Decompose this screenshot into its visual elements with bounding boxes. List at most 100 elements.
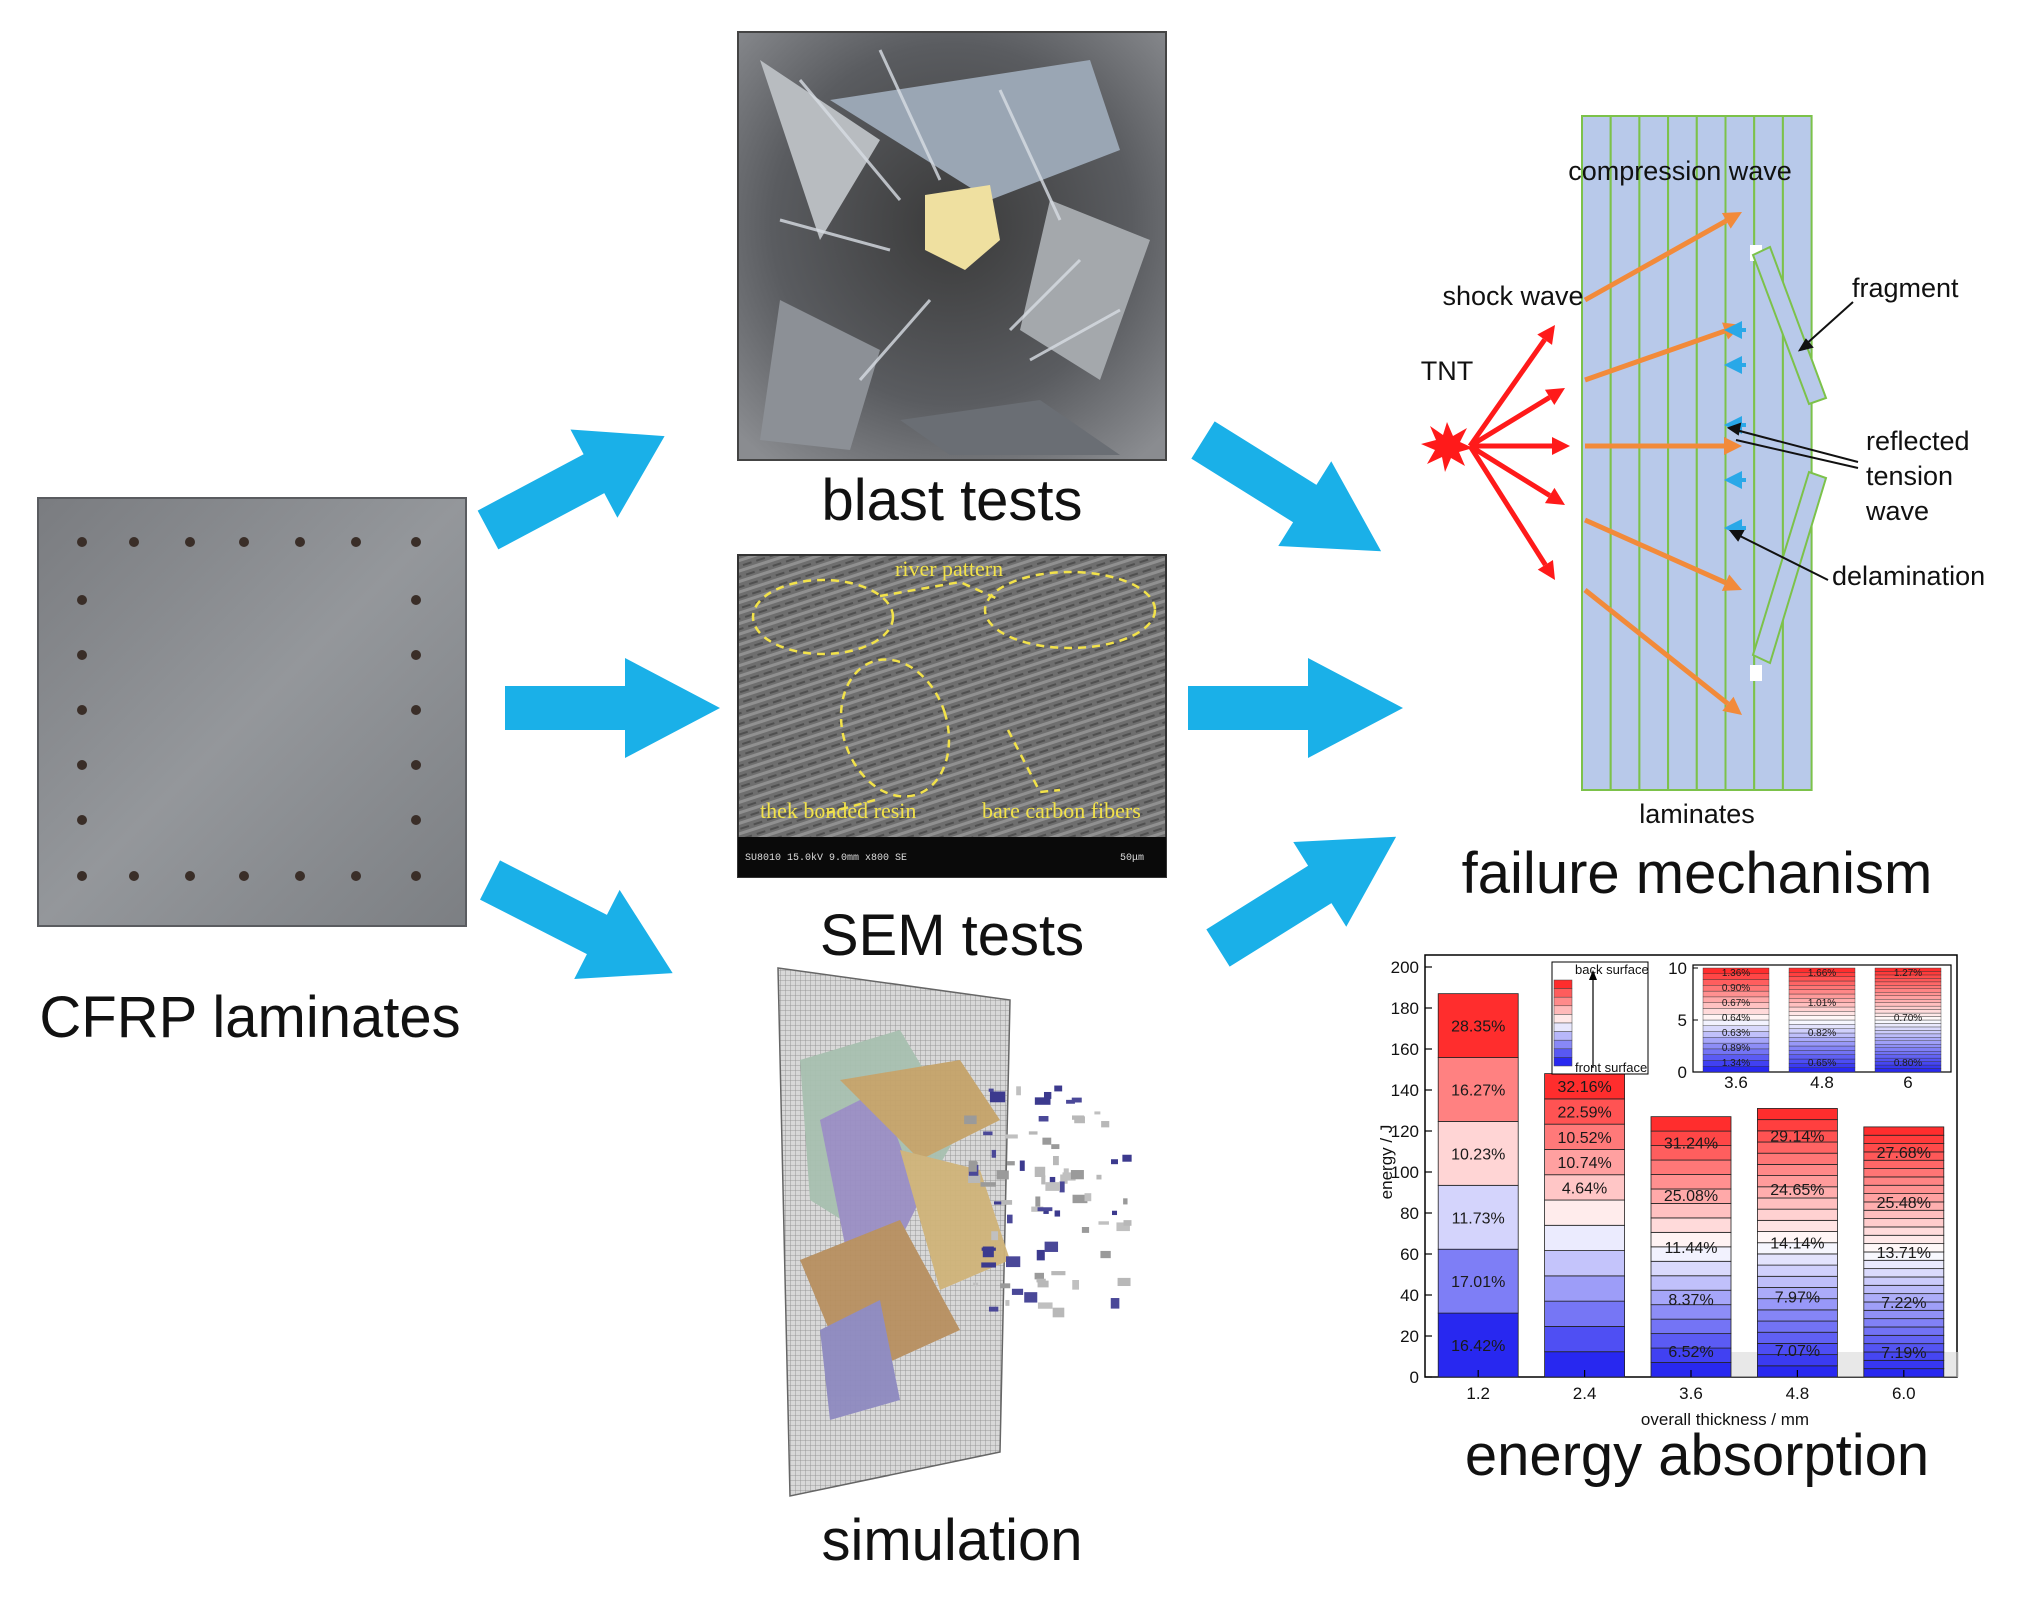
laminate-ply [1753,115,1784,791]
y-tick-label: 40 [1400,1286,1419,1305]
y-tick-label: 20 [1400,1327,1419,1346]
bar-layer [1544,1275,1625,1302]
bar-layer [1863,1134,1945,1144]
bar-layer [1650,1159,1732,1175]
bar-layer [1863,1226,1945,1236]
debris-piece [973,1282,979,1287]
inset-data-label: 0.80% [1894,1058,1922,1069]
legend-back-surface: back surface [1575,962,1649,977]
blast-test-photo [737,31,1167,461]
debris-piece [968,1174,981,1183]
bar-data-label: 25.08% [1664,1188,1718,1205]
debris-piece [1094,1111,1101,1115]
debris-piece [1052,1307,1065,1318]
bar-layer [1863,1234,1945,1245]
bar-layer [1863,1176,1945,1186]
debris-piece [1072,1280,1080,1290]
debris-piece [1001,1200,1013,1205]
bar-data-label: 7.97% [1775,1289,1820,1306]
legend-gradient [1553,979,1573,1067]
bar-layer [1544,1123,1625,1150]
bar-data-label: 11.44% [1664,1240,1717,1257]
debris-piece [1036,1249,1045,1261]
sem-fibers-label: bare carbon fibers [982,798,1141,823]
bar-layer [1863,1126,1945,1136]
debris-fragments [964,1085,1132,1318]
debris-piece [1098,1221,1109,1225]
bar-data-label: 7.22% [1881,1295,1926,1312]
inset-data-label: 0.89% [1722,1043,1750,1054]
bar-layer [1544,1174,1625,1201]
bar-layer [1650,1217,1732,1233]
bar-layer [1757,1309,1838,1322]
debris-piece [1036,1278,1046,1283]
arrow-blast-to-failure [1191,421,1382,552]
inset-bar-layer [1874,1002,1942,1007]
laminate-ply [1667,115,1698,791]
bolt-hole [77,537,87,547]
bar-layer [1863,1284,1945,1295]
bar-data-label: 17.01% [1451,1274,1505,1291]
reflected-label-line2: tension [1866,461,1953,491]
bar-layer [1437,1121,1519,1186]
inset-data-label: 0.70% [1894,1013,1922,1024]
bolt-hole [77,705,87,715]
arrow-cfrp-to-sem [505,658,720,758]
shock-wave-arrow [1468,443,1552,498]
bolt-hole [77,595,87,605]
x-tick-label: 6.0 [1892,1384,1916,1403]
laminate-ply [1638,115,1670,791]
bolt-hole [411,815,421,825]
debris-piece [1041,1175,1046,1185]
shock-wave-label: shock wave [1442,281,1583,311]
inset-bar-layer [1874,988,1942,993]
debris-piece [1000,1283,1011,1289]
inset-bar-layer [1788,980,1856,986]
bolt-holes [77,537,421,881]
debris-piece [1004,1134,1018,1139]
legend-swatch [1553,1039,1573,1050]
sem-river-pattern-label: river pattern [895,556,1003,581]
debris-piece [1063,1168,1069,1173]
debris-piece [1034,1272,1045,1280]
debris-piece [1043,1208,1049,1214]
compression-wave-arrow [1583,218,1728,303]
debris-piece [1116,1222,1130,1232]
debris-piece [1024,1292,1038,1303]
debris-piece [1038,1116,1049,1122]
bolt-hole [411,595,421,605]
bar-data-label: 6.52% [1668,1344,1713,1361]
debris-piece [1052,1155,1059,1166]
debris-piece [1037,1207,1053,1212]
shock-wave-arrow-head [1544,388,1565,406]
tnt-label: TNT [1421,356,1473,386]
compression-wave-label: compression wave [1568,156,1792,186]
bolt-hole [77,650,87,660]
bar-layer [1863,1334,1945,1345]
y-tick-label: 100 [1391,1163,1419,1182]
bar-data-label: 14.14% [1770,1236,1824,1253]
failure-mechanism-label: failure mechanism [1462,841,1933,906]
legend-swatch [1553,1014,1573,1024]
debris-piece [1110,1298,1120,1309]
shock-wave-arrow [1467,338,1547,448]
bar-data-label: 10.23% [1451,1146,1505,1163]
bar-layer [1863,1184,1945,1194]
debris-piece [1062,1172,1076,1181]
inset-bar-layer [1874,1030,1942,1035]
inset-data-label: 0.67% [1722,998,1750,1009]
debris-piece [1111,1159,1118,1165]
debris-piece [1049,1176,1056,1188]
inset-bar-layer [1874,1026,1942,1031]
bar-layer [1437,1248,1519,1314]
legend-swatch [1553,1005,1573,1015]
inset-data-label: 0.90% [1722,983,1750,994]
arrow-sim-to-failure [1206,836,1397,967]
compression-wave-arrow-head [1724,437,1742,455]
debris-piece [968,1160,977,1172]
debris-piece [1054,1085,1063,1092]
fragment-pieces [1751,245,1828,665]
debris-piece [1059,1181,1065,1193]
